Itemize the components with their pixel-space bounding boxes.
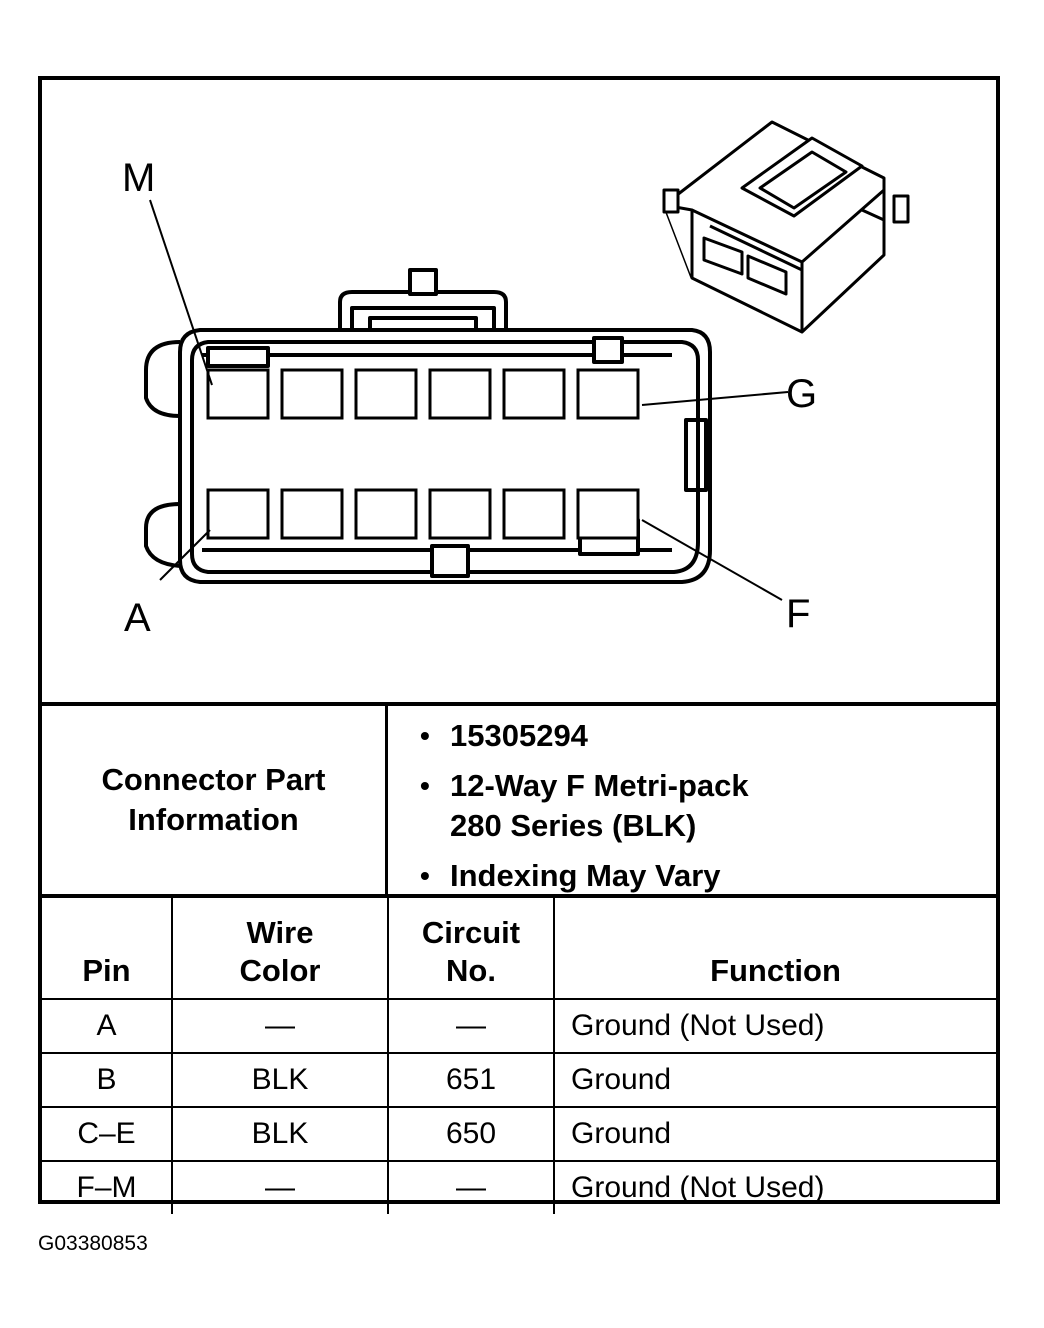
pin-cavity xyxy=(206,488,270,540)
connector-face-drawing xyxy=(144,120,910,601)
cell-function: Ground xyxy=(553,1106,996,1162)
table-row: F–M — — Ground (Not Used) xyxy=(42,1160,996,1214)
cell-pin: C–E xyxy=(42,1106,173,1162)
pin-cavity xyxy=(280,368,344,420)
right-tab xyxy=(684,418,708,492)
connector-diagram: M G A F xyxy=(42,80,996,702)
table-header-row: Pin Wire Color Circuit No. Function xyxy=(42,898,996,1000)
info-title-cell: Connector Part Information xyxy=(42,706,388,894)
cell-wire-color: BLK xyxy=(171,1052,389,1108)
cell-wire-color: — xyxy=(171,998,389,1054)
table-row: A — — Ground (Not Used) xyxy=(42,998,996,1054)
latch-tab xyxy=(408,268,438,296)
cavity-highlight-m xyxy=(206,346,270,368)
pin-cavity xyxy=(576,368,640,420)
part-number: 15305294 xyxy=(450,718,588,753)
bottom-key xyxy=(430,544,470,578)
connector-isometric-sketch xyxy=(662,120,910,334)
pin-cavity xyxy=(354,488,418,540)
header-circuit-no: Circuit No. xyxy=(387,898,555,1000)
figure-frame: M G A F Connector Part Information •1530… xyxy=(38,76,1000,1214)
pin-cavity xyxy=(354,368,418,420)
header-function: Function xyxy=(553,898,996,1000)
header-pin: Pin xyxy=(42,898,173,1000)
pin-label-f: F xyxy=(786,592,811,636)
pin-cavity xyxy=(428,488,492,540)
leader-f xyxy=(641,519,783,601)
pin-cavity xyxy=(280,488,344,540)
cell-wire-color: BLK xyxy=(171,1106,389,1162)
header-wire-color: Wire Color xyxy=(171,898,389,1000)
pin-cavity xyxy=(206,368,270,420)
cell-function: Ground (Not Used) xyxy=(553,998,996,1054)
pin-cavity xyxy=(576,488,640,540)
indexing-note: Indexing May Vary xyxy=(450,858,721,893)
pin-cavity xyxy=(502,488,566,540)
table-row: C–E BLK 650 Ground xyxy=(42,1106,996,1162)
latch-outer xyxy=(338,290,508,332)
cell-circuit-no: 650 xyxy=(387,1106,555,1162)
pinout-table: Pin Wire Color Circuit No. Function A — … xyxy=(42,898,996,1214)
leader-a xyxy=(159,529,211,581)
pin-label-a: A xyxy=(124,596,151,640)
cell-circuit-no: — xyxy=(387,998,555,1054)
cell-circuit-no: 651 xyxy=(387,1052,555,1108)
cell-function: Ground (Not Used) xyxy=(553,1160,996,1214)
info-bullets-cell: •15305294 •12-Way F Metri-pack 280 Serie… xyxy=(388,706,996,894)
info-bullet: •12-Way F Metri-pack 280 Series (BLK) xyxy=(420,766,749,846)
connector-type: 12-Way F Metri-pack 280 Series (BLK) xyxy=(450,768,749,843)
connector-part-info: Connector Part Information •15305294 •12… xyxy=(42,702,996,898)
top-key xyxy=(592,336,624,364)
pin-cavity xyxy=(428,368,492,420)
pin-label-m: M xyxy=(122,156,156,200)
latch-inner xyxy=(350,306,496,332)
housing-inner xyxy=(190,340,700,574)
cell-pin: F–M xyxy=(42,1160,173,1214)
info-bullet: •Indexing May Vary xyxy=(420,856,721,896)
leader-g xyxy=(641,391,789,406)
pin-cavity xyxy=(502,368,566,420)
left-ear-top xyxy=(144,340,181,418)
cell-pin: A xyxy=(42,998,173,1054)
info-bullet: •15305294 xyxy=(420,716,588,756)
cell-function: Ground xyxy=(553,1052,996,1108)
info-title: Connector Part Information xyxy=(101,762,326,837)
housing-outer xyxy=(178,328,712,584)
cell-wire-color: — xyxy=(171,1160,389,1214)
cell-circuit-no: — xyxy=(387,1160,555,1214)
pin-label-g: G xyxy=(786,372,818,416)
table-row: B BLK 651 Ground xyxy=(42,1052,996,1108)
cell-pin: B xyxy=(42,1052,173,1108)
latch-slot xyxy=(368,316,478,332)
left-ear-bottom xyxy=(144,502,181,568)
figure-id: G03380853 xyxy=(38,1232,148,1255)
leader-m xyxy=(149,199,213,386)
